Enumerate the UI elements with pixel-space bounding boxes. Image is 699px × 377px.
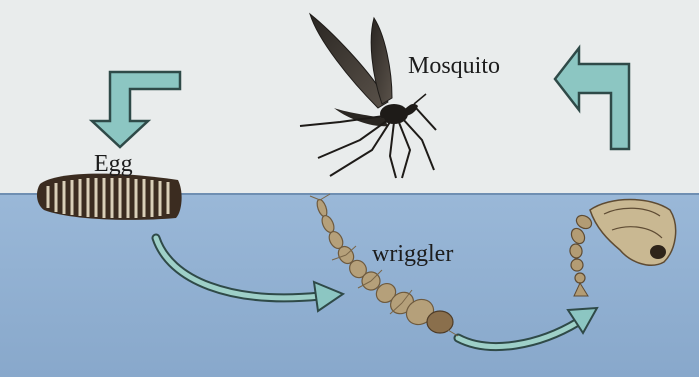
label-egg: Egg xyxy=(94,151,133,178)
label-wriggler: wriggler xyxy=(372,241,453,268)
label-mosquito: Mosquito xyxy=(408,53,500,80)
egg-raft-icon xyxy=(37,174,182,220)
